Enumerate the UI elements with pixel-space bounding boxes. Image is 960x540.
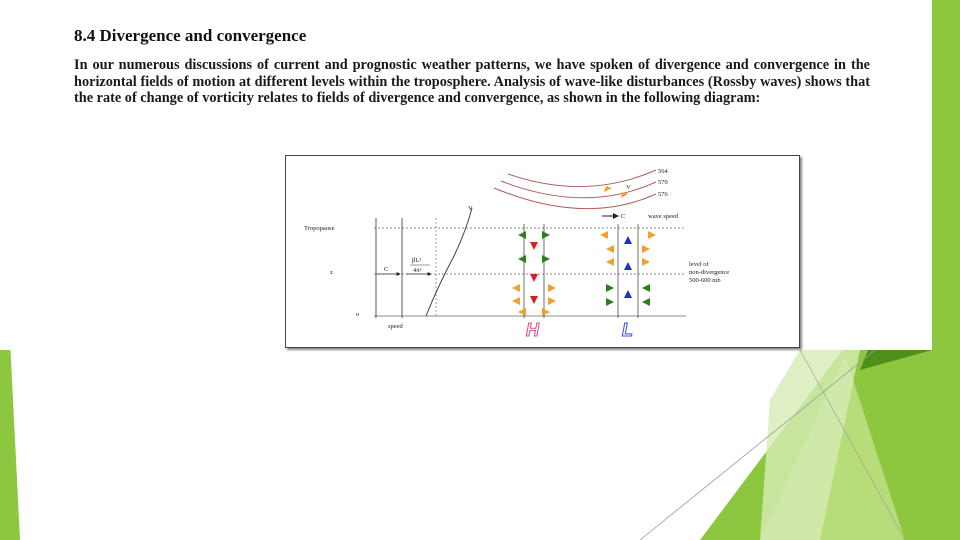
h-orange-arrow-1: [512, 284, 520, 292]
flow-arrow-orange-2: [621, 192, 628, 198]
flow-arrow-orange: [604, 186, 612, 192]
l-green-arrow-1: [606, 284, 614, 292]
h-red-arrow-3: [530, 296, 538, 304]
tropopause-label: Tropopause: [304, 225, 335, 232]
section-heading: 8.4 Divergence and convergence: [74, 26, 306, 46]
l-blue-arrow-2: [624, 262, 632, 270]
h-green-arrow-3: [518, 255, 526, 263]
l-blue-arrow-1: [624, 236, 632, 244]
low-pressure-label: L: [622, 320, 633, 340]
l-orange-arrow-1: [600, 231, 608, 239]
wave-speed-symbol: C: [621, 213, 625, 220]
h-orange-arrow-2: [548, 284, 556, 292]
formula-bottom: 4π²: [413, 267, 422, 274]
nondivergence-label-1: level of: [689, 261, 710, 268]
l-green-arrow-2: [642, 284, 650, 292]
h-green-arrow-2: [542, 231, 550, 239]
contour-label-570: 570: [658, 179, 668, 186]
l-green-arrow-4: [642, 298, 650, 306]
divergence-diagram: 564 570 576 V C wave speed Tropopause z …: [285, 155, 800, 348]
l-orange-arrow-4: [642, 245, 650, 253]
speed-profile-curve: [426, 208, 472, 316]
high-pressure-label: H: [526, 320, 540, 340]
h-orange-arrow-3: [512, 297, 520, 305]
body-paragraph: In our numerous discussions of current a…: [74, 57, 870, 107]
l-orange-arrow-5: [606, 258, 614, 266]
formula-top: βL²: [412, 257, 421, 264]
h-orange-arrow-6: [542, 308, 550, 316]
h-green-arrow-4: [542, 255, 550, 263]
h-orange-arrow-5: [518, 308, 526, 316]
l-green-arrow-3: [606, 298, 614, 306]
contour-564: [508, 170, 656, 187]
speed-label: speed: [388, 323, 404, 330]
l-orange-arrow-6: [642, 258, 650, 266]
profile-v-label: V: [468, 205, 473, 212]
l-blue-arrow-3: [624, 290, 632, 298]
l-orange-arrow-2: [648, 231, 656, 239]
zero-label: o: [356, 311, 359, 318]
c-marker-label: C: [384, 266, 388, 273]
document-panel: 8.4 Divergence and convergence In our nu…: [0, 0, 932, 350]
h-green-arrow-1: [518, 231, 526, 239]
nondivergence-label-2: non-divergence: [689, 269, 729, 276]
wind-v-label: V: [626, 184, 631, 191]
z-label: z: [330, 269, 333, 276]
contour-label-576: 576: [658, 191, 669, 198]
l-orange-arrow-3: [606, 245, 614, 253]
nondivergence-label-3: 500-600 mb: [689, 277, 721, 284]
h-orange-arrow-4: [548, 297, 556, 305]
contour-label-564: 564: [658, 168, 669, 175]
wave-speed-label: wave speed: [648, 213, 679, 220]
h-red-arrow-1: [530, 242, 538, 250]
h-red-arrow-2: [530, 274, 538, 282]
contour-570: [501, 181, 656, 198]
